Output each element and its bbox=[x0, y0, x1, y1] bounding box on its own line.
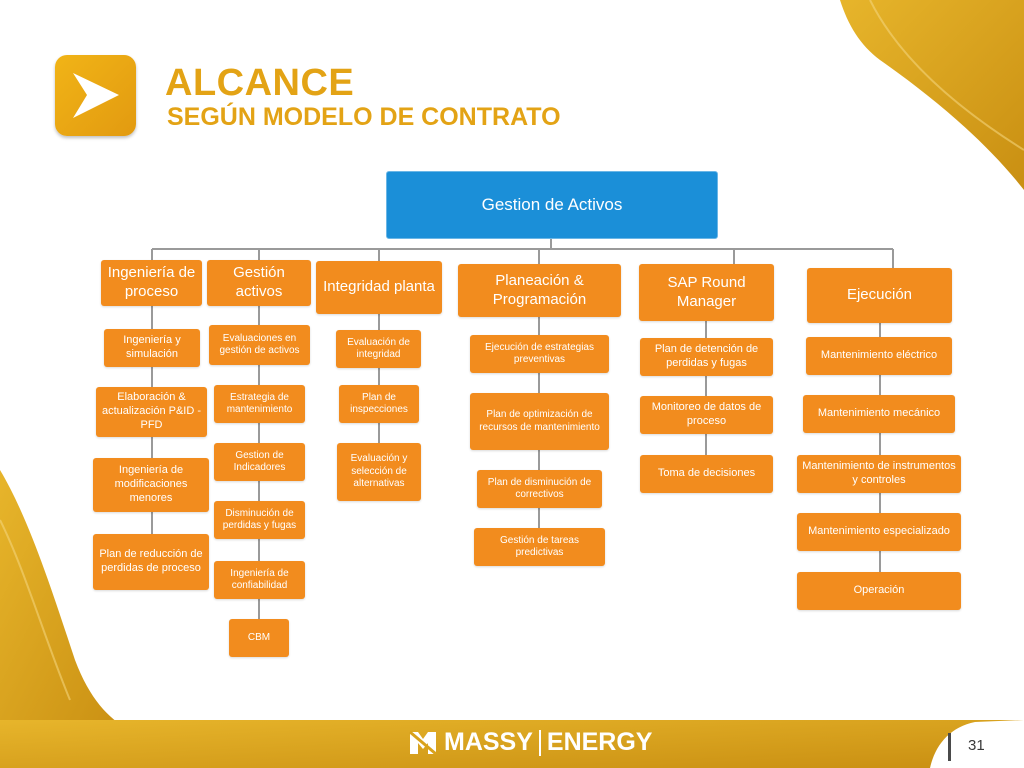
node-ingenieria-modificaciones: Ingeniería de modificaciones menores bbox=[93, 458, 209, 512]
node-integridad-planta: Integridad planta bbox=[316, 261, 442, 314]
node-estrategia-mantenimiento: Estrategia de mantenimiento bbox=[214, 385, 305, 423]
page-title: ALCANCE bbox=[165, 62, 355, 104]
node-mant-electrico: Mantenimiento eléctrico bbox=[806, 337, 952, 375]
brand-right: ENERGY bbox=[546, 728, 653, 756]
node-operacion: Operación bbox=[797, 572, 961, 610]
node-gestion-indicadores: Gestion de Indicadores bbox=[214, 443, 305, 481]
root-node: Gestion de Activos bbox=[386, 171, 718, 239]
node-mant-mecanico: Mantenimiento mecánico bbox=[803, 395, 955, 433]
node-monitoreo-datos: Monitoreo de datos de proceso bbox=[640, 396, 773, 434]
page-divider bbox=[948, 733, 951, 761]
node-plan-inspecciones: Plan de inspecciones bbox=[339, 385, 419, 423]
node-plan-disminucion-correctivos: Plan de disminución de correctivos bbox=[477, 470, 602, 508]
brand-divider bbox=[538, 729, 541, 756]
node-ejecucion: Ejecución bbox=[807, 268, 952, 323]
node-evaluacion-integridad: Evaluación de integridad bbox=[336, 330, 421, 368]
node-plan-deteccion-perdidas: Plan de detención de perdidas y fugas bbox=[640, 338, 773, 376]
node-planeacion-programacion: Planeación & Programación bbox=[458, 264, 621, 317]
page-subtitle: SEGÚN MODELO DE CONTRATO bbox=[167, 103, 561, 131]
node-ingenieria-simulacion: Ingeniería y simulación bbox=[104, 329, 200, 367]
brand-logo: MASSY ENERGY bbox=[408, 728, 653, 757]
chevron-arrow-icon bbox=[73, 73, 119, 118]
massy-mark-icon bbox=[409, 730, 437, 755]
node-gestion-activos: Gestión activos bbox=[207, 260, 311, 306]
node-plan-optimizacion: Plan de optimización de recursos de mant… bbox=[470, 393, 609, 450]
node-elaboracion-pid: Elaboración & actualización P&ID - PFD bbox=[96, 387, 207, 437]
brand-left: MASSY bbox=[444, 728, 533, 756]
node-disminucion-perdidas: Disminución de perdidas y fugas bbox=[214, 501, 305, 539]
node-mant-instrumentos: Mantenimiento de instrumentos y controle… bbox=[797, 455, 961, 493]
node-sap-round-manager: SAP Round Manager bbox=[639, 264, 774, 321]
node-gestion-tareas-predictivas: Gestión de tareas predictivas bbox=[474, 528, 605, 566]
page-number: 31 bbox=[968, 737, 985, 754]
node-evaluacion-seleccion: Evaluación y selección de alternativas bbox=[337, 443, 421, 501]
node-cbm: CBM bbox=[229, 619, 289, 657]
node-ingenieria-de-proceso: Ingeniería de proceso bbox=[101, 260, 202, 306]
logo-tile bbox=[55, 55, 136, 136]
node-mant-especializado: Mantenimiento especializado bbox=[797, 513, 961, 551]
node-ingenieria-confiabilidad: Ingeniería de confiabilidad bbox=[214, 561, 305, 599]
node-ejecucion-estrategias: Ejecución de estrategias preventivas bbox=[470, 335, 609, 373]
node-evaluaciones-gestion: Evaluaciones en gestión de activos bbox=[209, 325, 310, 365]
node-plan-reduccion-perdidas: Plan de reducción de perdidas de proceso bbox=[93, 534, 209, 590]
node-toma-decisiones: Toma de decisiones bbox=[640, 455, 773, 493]
